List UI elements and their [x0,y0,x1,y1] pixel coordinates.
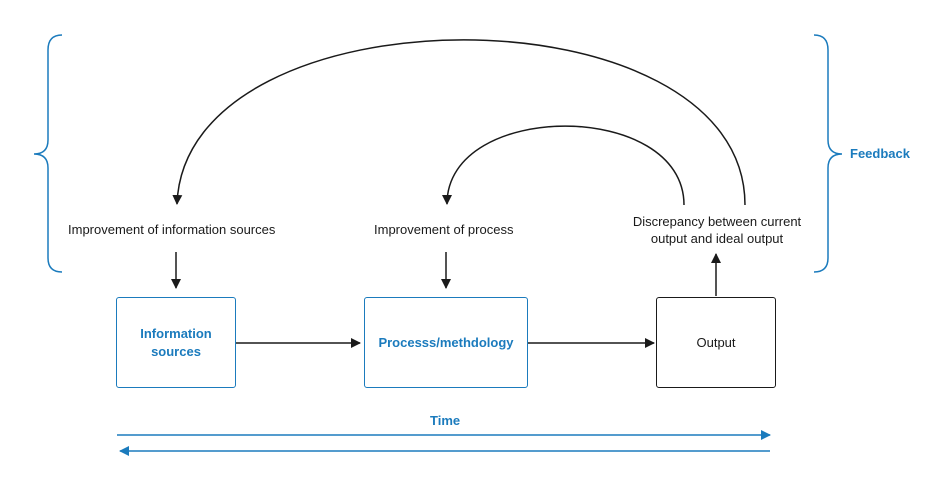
label-discrepancy-line2: output and ideal output [650,231,784,246]
label-discrepancy-line1: Discrepancy between current [632,214,802,229]
label-discrepancy: Discrepancy between current output and i… [612,213,822,247]
box-process-methodology-label: Processs/methdology [378,334,514,350]
box-output: Output [656,297,776,388]
box-information-sources-line1: Information [140,325,212,341]
box-process-methodology: Processs/methdology [364,297,528,388]
right-brace [813,34,843,273]
label-time: Time [430,413,461,428]
box-output-label: Output [696,334,736,350]
feedback-arc-info-sources [172,39,746,206]
left-brace [33,34,63,273]
label-feedback: Feedback [850,146,910,161]
label-improvement-info-sources: Improvement of information sources [68,222,276,237]
box-information-sources: Information sources [116,297,236,388]
box-information-sources-line2: sources [151,343,201,359]
feedback-arc-process [442,125,685,206]
label-improvement-process: Improvement of process [374,222,514,237]
